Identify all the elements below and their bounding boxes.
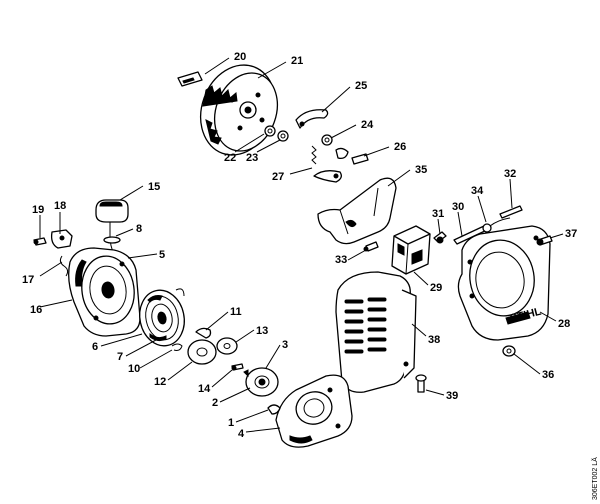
- woodruff-key-part: [177, 71, 203, 87]
- callout-32: 32: [504, 168, 516, 180]
- callout-4: 4: [238, 428, 245, 440]
- rope-rotor-part: [139, 288, 185, 347]
- callout-1: 1: [228, 417, 234, 429]
- screw-37-part: [536, 235, 553, 246]
- starter-housing-part: [68, 247, 141, 337]
- callout-30: 30: [452, 201, 464, 213]
- callout-13: 13: [256, 325, 268, 337]
- callout-38: 38: [428, 334, 440, 346]
- callout-36: 36: [542, 369, 554, 381]
- leader-lines: [39, 57, 564, 433]
- callout-23: 23: [246, 152, 258, 164]
- spring-27-part: [311, 145, 342, 183]
- spring-17-part: [59, 255, 69, 277]
- ignition-lead-part: [453, 205, 523, 245]
- callout-28: 28: [558, 318, 570, 330]
- callout-11: 11: [230, 306, 242, 318]
- callout-37: 37: [565, 228, 577, 240]
- callout-8: 8: [136, 223, 142, 235]
- rope-guide-part: [33, 229, 73, 249]
- crankcase-part: [267, 374, 353, 448]
- air-guide-shroud-part: [317, 177, 397, 245]
- callout-22: 22: [224, 152, 236, 164]
- callout-20: 20: [234, 51, 246, 63]
- callout-24: 24: [361, 119, 374, 131]
- rope-part: [103, 236, 121, 244]
- callout-35: 35: [415, 164, 427, 176]
- drawing-code: 306ET002 LÄ: [591, 457, 599, 500]
- washer-24-part: [321, 134, 333, 146]
- callout-29: 29: [430, 282, 442, 294]
- spring-clip-10-part: [171, 343, 183, 351]
- callout-25: 25: [355, 80, 367, 92]
- callout-18: 18: [54, 200, 66, 212]
- screw-31-part: [433, 231, 447, 244]
- screw-14-part: [231, 363, 244, 371]
- pawl-11-part: [195, 327, 212, 339]
- callout-16: 16: [30, 304, 42, 316]
- starter-cup-part: [243, 367, 279, 397]
- callout-3: 3: [282, 339, 288, 351]
- callout-17: 17: [22, 274, 34, 286]
- callout-34: 34: [471, 185, 484, 197]
- screw-26-part: [335, 147, 369, 165]
- callout-27: 27: [272, 171, 284, 183]
- callout-31: 31: [432, 208, 444, 220]
- callout-14: 14: [198, 383, 211, 395]
- callout-19: 19: [32, 204, 44, 216]
- nut-36-part: [502, 345, 516, 357]
- callout-21: 21: [291, 55, 303, 67]
- callout-39: 39: [446, 390, 458, 402]
- washer-part: [264, 125, 289, 142]
- pawl-part: [295, 109, 329, 129]
- callout-10: 10: [128, 363, 140, 375]
- screw-33-part: [363, 241, 379, 252]
- washer-12-part: [187, 339, 217, 365]
- fan-housing-part: [457, 225, 551, 341]
- flywheel-part: [200, 64, 278, 156]
- callout-6: 6: [92, 341, 98, 353]
- callout-5: 5: [159, 249, 165, 261]
- callout-26: 26: [394, 141, 406, 153]
- callout-2: 2: [212, 397, 218, 409]
- ignition-module-part: [391, 225, 431, 275]
- cylinder-shroud-part: [335, 271, 417, 393]
- callout-12: 12: [154, 376, 166, 388]
- callout-33: 33: [335, 254, 347, 266]
- callout-7: 7: [117, 351, 123, 363]
- starter-grip-part: [95, 199, 129, 255]
- shroud-vents: [344, 297, 387, 354]
- callout-15: 15: [148, 181, 160, 193]
- washer-13-part: [216, 337, 238, 355]
- callout-labels: 20 21 25 24 22 23 26 27 35 32 34 30 31 3…: [22, 51, 577, 440]
- screw-39-part: [415, 374, 427, 393]
